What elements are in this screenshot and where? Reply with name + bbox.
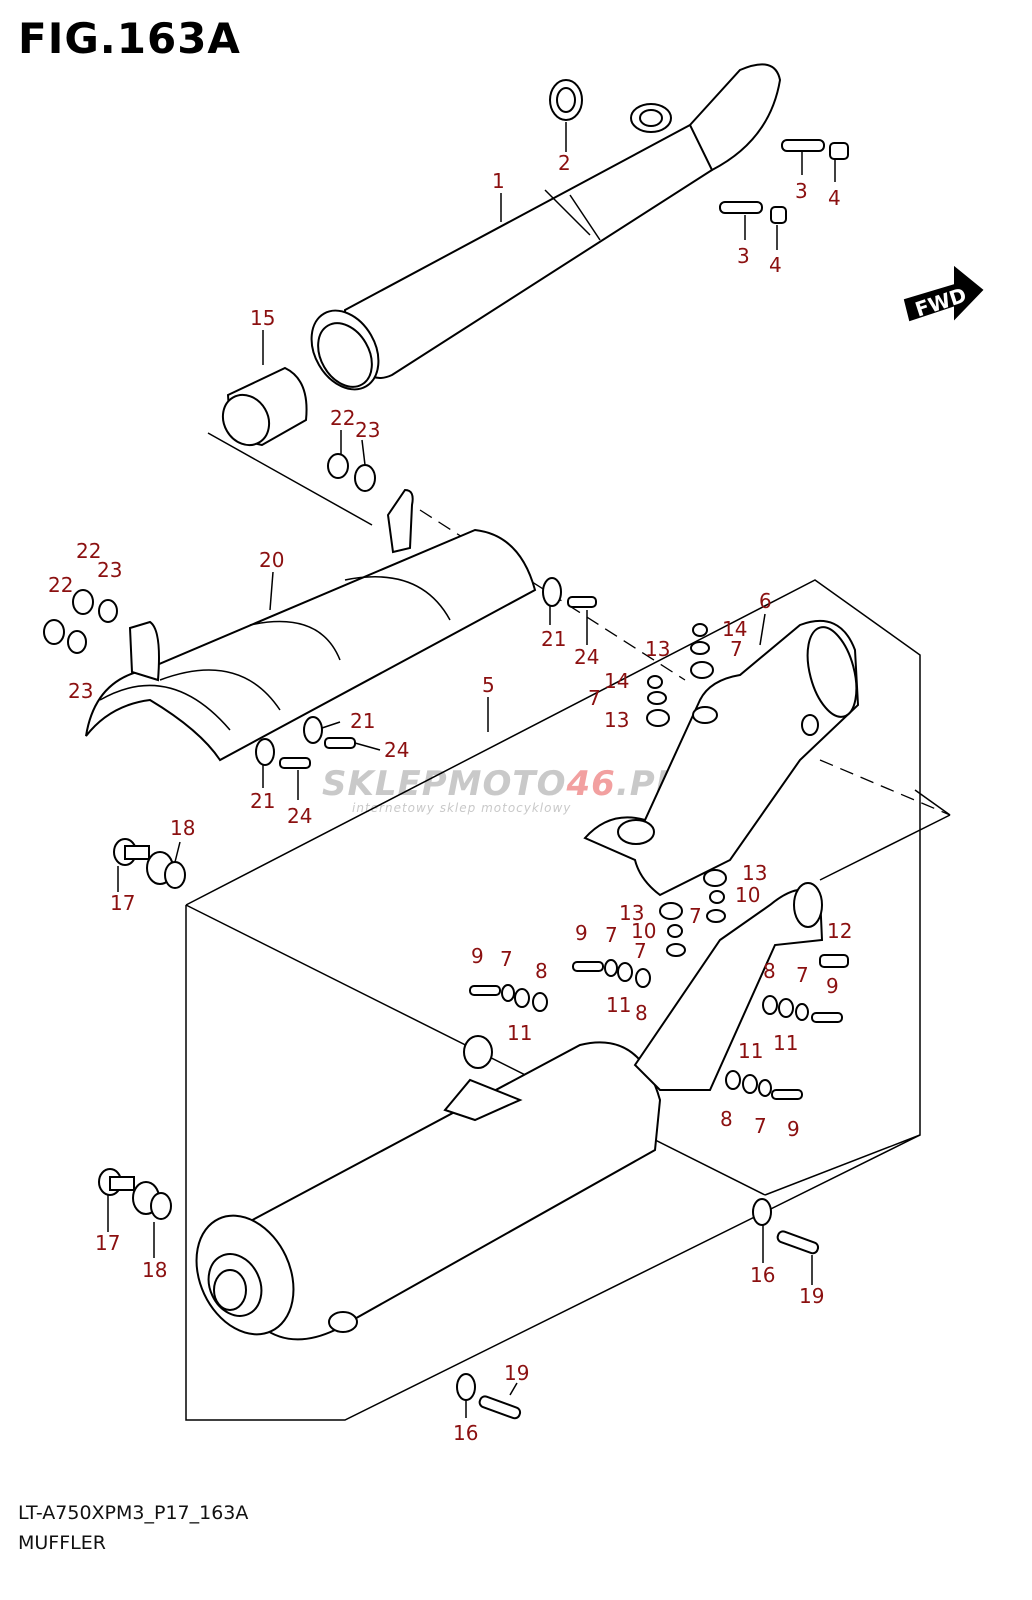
callout-22: 22 — [76, 539, 101, 563]
section-name: MUFFLER — [18, 1532, 106, 1554]
callout-2: 2 — [558, 151, 571, 175]
callout-23: 23 — [68, 679, 93, 703]
callout-17: 17 — [110, 891, 135, 915]
washers-bolts-parts-16-19 — [456, 1198, 820, 1420]
callout-19: 19 — [799, 1284, 824, 1308]
callout-9: 9 — [575, 921, 588, 945]
callout-11: 11 — [606, 993, 631, 1017]
callout-23: 23 — [97, 558, 122, 582]
callout-14: 14 — [722, 617, 747, 641]
figure-title: FIG.163A — [18, 14, 241, 63]
muffler-part-5 — [195, 882, 824, 1341]
callout-22: 22 — [330, 406, 355, 430]
callout-14: 14 — [604, 669, 629, 693]
grommet-collar-left — [43, 589, 118, 654]
callout-8: 8 — [535, 959, 548, 983]
catalyst-shield-part-6 — [583, 620, 860, 897]
callout-22: 22 — [48, 573, 73, 597]
callout-19: 19 — [504, 1361, 529, 1385]
callout-18: 18 — [170, 816, 195, 840]
callout-13: 13 — [604, 708, 629, 732]
watermark-brand-a: SKLEPMOTO — [322, 764, 566, 804]
callout-17: 17 — [95, 1231, 120, 1255]
callout-10: 10 — [735, 883, 760, 907]
callout-24: 24 — [384, 738, 409, 762]
callout-8: 8 — [720, 1107, 733, 1131]
bushings-parts-17-18 — [98, 838, 186, 1220]
exhaust-pipe-part-1 — [310, 63, 782, 391]
callout-16: 16 — [453, 1421, 478, 1445]
callout-10: 10 — [631, 919, 656, 943]
callout-23: 23 — [355, 418, 380, 442]
leader-lines — [107, 122, 836, 1418]
callout-7: 7 — [605, 923, 618, 947]
callout-3: 3 — [737, 244, 750, 268]
mount-hardware-lower — [469, 954, 849, 1100]
callout-8: 8 — [763, 959, 776, 983]
callout-6: 6 — [759, 589, 772, 613]
callout-9: 9 — [787, 1117, 800, 1141]
washers-bolts-parts-21-24 — [255, 577, 597, 769]
callout-16: 16 — [750, 1263, 775, 1287]
callout-4: 4 — [769, 253, 782, 277]
mount-hardware-upper — [646, 623, 727, 957]
callout-24: 24 — [287, 804, 312, 828]
callout-7: 7 — [634, 939, 647, 963]
studs-and-nuts-parts-3-4 — [719, 139, 849, 224]
heat-shield-part-20 — [85, 488, 537, 762]
grommet-collar-upper — [327, 453, 376, 492]
watermark-tagline: internetowy sklep motocyklowy — [352, 801, 571, 815]
callout-7: 7 — [730, 637, 743, 661]
callout-13: 13 — [742, 861, 767, 885]
callout-13: 13 — [619, 901, 644, 925]
callout-11: 11 — [773, 1031, 798, 1055]
callout-8: 8 — [635, 1001, 648, 1025]
callout-1: 1 — [492, 169, 505, 193]
callout-21: 21 — [350, 709, 375, 733]
callout-24: 24 — [574, 645, 599, 669]
fwd-label: FWD — [912, 283, 969, 322]
callout-3: 3 — [795, 179, 808, 203]
tail-cap-part-15 — [221, 366, 308, 447]
callout-5: 5 — [482, 673, 495, 697]
callout-13: 13 — [645, 637, 670, 661]
forward-direction-arrow: FWD — [903, 265, 984, 322]
callout-7: 7 — [500, 947, 513, 971]
callout-18: 18 — [142, 1258, 167, 1282]
callout-15: 15 — [250, 306, 275, 330]
watermark-brand-b: 46 — [565, 764, 615, 804]
callout-4: 4 — [828, 186, 841, 210]
callout-7: 7 — [689, 904, 702, 928]
callout-7: 7 — [796, 963, 809, 987]
callout-11: 11 — [738, 1039, 763, 1063]
callout-9: 9 — [471, 944, 484, 968]
callout-7: 7 — [754, 1114, 767, 1138]
drawing-code: LT-A750XPM3_P17_163A — [18, 1502, 249, 1524]
callout-9: 9 — [826, 974, 839, 998]
callout-21: 21 — [541, 627, 566, 651]
callout-20: 20 — [259, 548, 284, 572]
callout-numbers: 1 2 3 4 3 4 15 22 23 20 22 23 22 23 21 2… — [48, 151, 852, 1445]
callout-12: 12 — [827, 919, 852, 943]
callout-11: 11 — [507, 1021, 532, 1045]
callout-7: 7 — [588, 686, 601, 710]
svg-text:SKLEPMOTO46.PL: SKLEPMOTO46.PL — [322, 764, 678, 804]
gasket-part-2 — [549, 79, 583, 121]
callout-21: 21 — [250, 789, 275, 813]
